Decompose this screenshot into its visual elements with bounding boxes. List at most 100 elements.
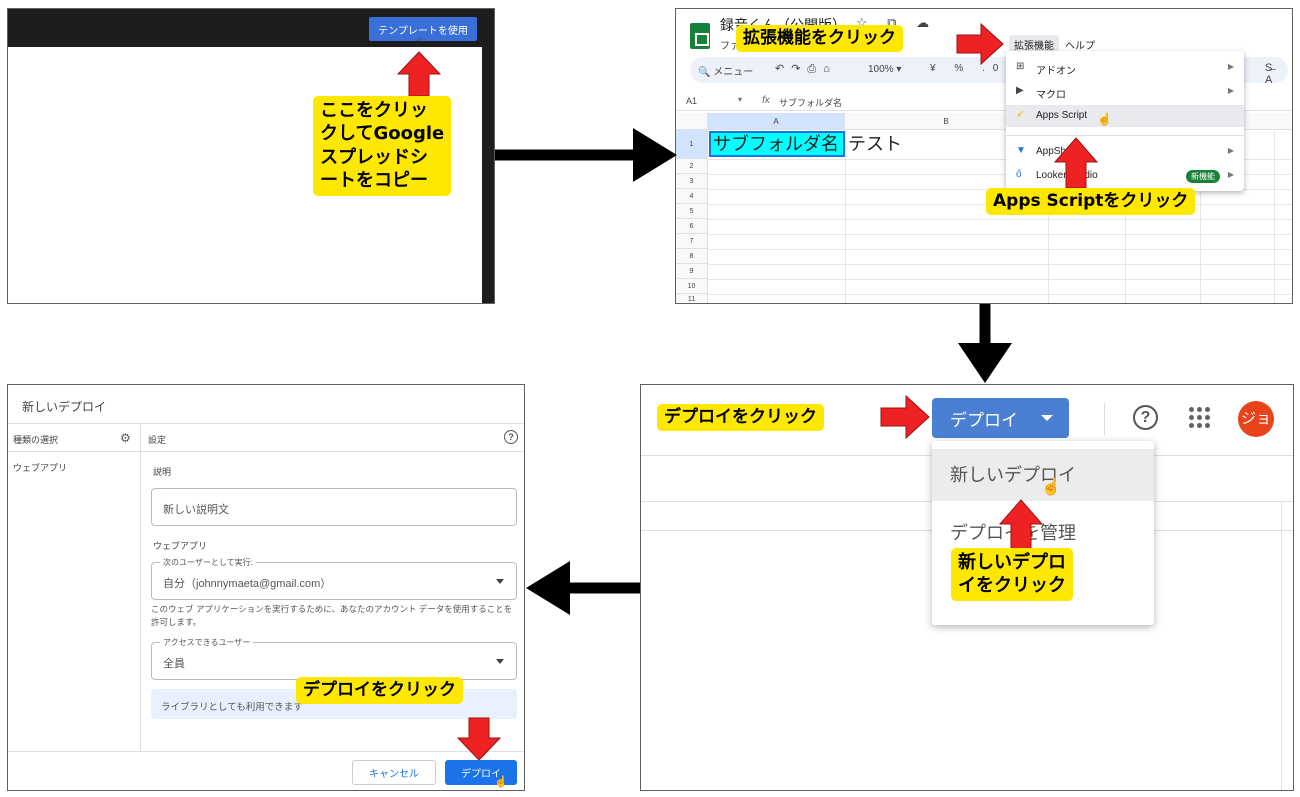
hand-cursor-icon: ☝ [415,35,423,50]
macro-icon: ▶ [1016,85,1024,96]
chevron-right-icon: ▶ [1227,62,1234,71]
execute-as-description: このウェブ アプリケーションを実行するために、あなたのアカウント データを使用す… [151,604,513,627]
menu-item-macros[interactable]: ▶ マクロ ▶ [1006,81,1244,103]
name-box[interactable]: A1 [686,96,698,106]
zoom-select[interactable]: 100% ▾ [868,64,902,75]
cell-b1[interactable]: テスト [848,134,902,154]
callout-deploy: デプロイをクリック [657,404,824,432]
access-label: アクセスできるユーザー [160,637,254,648]
fx-icon: fx [762,95,770,106]
menu-separator [1006,135,1244,136]
row-header[interactable]: 7 [676,234,708,249]
appsheet-icon: ▼ [1016,145,1026,156]
addon-icon: ⊞ [1016,61,1025,72]
menu-item-apps-script[interactable]: ➶ Apps Script [1006,105,1244,127]
name-box-caret-icon[interactable]: ▾ [738,95,743,104]
red-arrow-up-icon [998,499,1044,553]
toolbar-undo-redo-print-icons[interactable]: ↶↷⎙⌂ [775,63,837,75]
row-header[interactable]: 2 [676,159,708,174]
menu-item-new-deployment[interactable]: 新しいデプロイ [932,449,1154,501]
chevron-down-icon [1041,415,1053,421]
zoom-value: 100% [868,64,894,75]
row-header[interactable]: 1 [676,130,708,159]
flow-arrow-right [495,128,677,182]
preview-right-bar [482,47,494,303]
chevron-right-icon: ▶ [1227,86,1234,95]
grid-divider [1125,130,1126,303]
execute-as-label: 次のユーザーとして実行: [160,557,256,568]
grid-divider [1048,130,1049,303]
row-header[interactable]: 10 [676,279,708,294]
row-header[interactable]: 5 [676,204,708,219]
red-arrow-up-icon [1053,137,1099,189]
grid-divider [708,174,1292,175]
looker-studio-icon: ő [1016,169,1022,180]
help-icon[interactable]: ? [1133,405,1158,430]
deploy-button[interactable]: デプロイ [932,398,1069,438]
percent-icon: % [954,63,972,74]
row-header[interactable]: 3 [676,174,708,189]
chevron-down-icon [496,659,504,664]
callout-extensions: 拡張機能をクリック [736,25,903,53]
menu-item-addons[interactable]: ⊞ アドオン ▶ [1006,57,1244,79]
type-web-app[interactable]: ウェブアプリ [13,463,68,473]
menu-item-appsheet[interactable]: ▼ AppSheet ▶ [1006,141,1244,163]
settings-label: 設定 [148,435,167,445]
row-header[interactable]: 11 [676,294,708,303]
formula-input[interactable]: サブフォルダ名 [779,98,843,108]
sheets-logo-icon [690,23,710,49]
description-label: 説明 [153,467,172,477]
row-header[interactable]: 8 [676,249,708,264]
hand-cursor-icon: ☝ [1097,112,1112,126]
web-app-section-label: ウェブアプリ [153,541,208,551]
description-input[interactable]: 新しい説明文 [151,488,517,526]
deploy-confirm-button[interactable]: デプロイ [445,760,517,785]
access-value: 全員 [163,658,185,670]
divider [8,423,524,424]
currency-icon: ¥ [930,63,944,74]
apps-grid-icon[interactable] [1189,407,1211,429]
corner-header[interactable] [676,113,708,130]
new-feature-badge: 新機能 [1186,170,1220,183]
callout-copy-sheet: ここをクリッ クしてGoogle スプレッドシ ートをコピー [313,96,452,196]
menu-item-looker-studio[interactable]: ő Looker Studio 新機能 ▶ [1006,165,1244,187]
menu-item-label: Apps Script [1036,110,1088,121]
toolbar-format-icons[interactable]: ¥ % .0 [930,63,1006,74]
gear-icon[interactable]: ⚙ [120,431,131,445]
column-header-a[interactable]: A [708,113,845,130]
extensions-dropdown-menu: ⊞ アドオン ▶ ▶ マクロ ▶ ➶ Apps Script ▼ AppShee… [1006,51,1244,191]
flow-arrow-down [958,304,1012,383]
menu-file[interactable]: ファ [720,41,740,52]
help-icon[interactable]: ? [504,430,518,444]
hand-cursor-icon: ☝ [494,776,508,788]
formula-bar: A1 ▾ fx サブフォルダ名 [676,93,1292,111]
grid-divider [708,249,1292,250]
menu-help[interactable]: ヘルプ [1065,41,1095,52]
grid-divider [708,294,1292,295]
avatar[interactable]: ジョ [1238,401,1274,437]
divider [140,423,141,751]
menu-item-label: マクロ [1036,90,1066,101]
cell-a1[interactable]: サブフォルダ名 [709,131,845,157]
menu-extensions[interactable]: 拡張機能 [1009,35,1059,54]
row-header[interactable]: 4 [676,189,708,204]
apps-script-icon: ➶ [1016,109,1025,120]
access-select[interactable]: アクセスできるユーザー 全員 [151,637,517,680]
toolbar-search[interactable]: 🔍 メニュー [698,63,753,78]
row-header[interactable]: 9 [676,264,708,279]
toolbar-search-label: メニュー [713,67,754,78]
row-header[interactable]: 6 [676,219,708,234]
use-template-button[interactable]: テンプレートを使用 [369,17,477,41]
divider [8,451,524,452]
red-arrow-down-icon [456,717,502,761]
description-placeholder: 新しい説明文 [163,504,229,516]
chevron-right-icon: ▶ [1227,170,1234,179]
decimal-icon: .0 [982,63,1007,74]
cancel-button[interactable]: キャンセル [352,760,436,785]
grid-divider [845,130,846,303]
new-deployment-dialog: 新しいデプロイ 種類の選択 ⚙ 設定 ? ウェブアプリ 説明 新しい説明文 ウェ… [7,384,525,791]
chevron-down-icon [496,579,504,584]
sheets-panel: 録音くん（公開版） ☆ ⧉ ☁ ファ 拡張機能 ヘルプ 🔍 メニュー ↶↷⎙⌂ … [675,8,1293,304]
toolbar-strike-color-icons[interactable]: S̶ A [1265,62,1282,86]
execute-as-select[interactable]: 次のユーザーとして実行: 自分（johnnymaeta@gmail.com） [151,557,517,600]
